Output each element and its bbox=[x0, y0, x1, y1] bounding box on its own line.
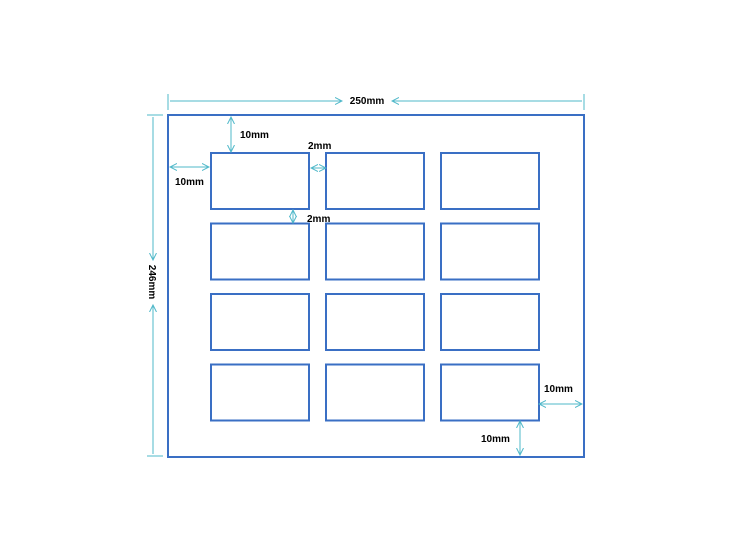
sheet-width-label: 250mm bbox=[350, 96, 385, 107]
label-rect-r4-c3 bbox=[440, 363, 540, 422]
label-rect-r1-c2 bbox=[325, 152, 425, 210]
sheet-outline bbox=[167, 114, 585, 458]
vertical-gap-label: 2mm bbox=[307, 214, 330, 225]
label-grid bbox=[210, 152, 540, 422]
label-rect-r3-c3 bbox=[440, 293, 540, 351]
dimension-lines bbox=[147, 94, 585, 457]
label-rect-r4-c1 bbox=[210, 363, 310, 422]
label-rect-r1-c1 bbox=[210, 152, 310, 210]
bottom-margin-label: 10mm bbox=[481, 434, 510, 445]
dimension-labels: 250mm 246mm 10mm 10mm 2mm 2mm 10mm 10mm bbox=[146, 96, 573, 445]
sheet-height-label: 246mm bbox=[146, 265, 157, 300]
label-rect-r2-c2 bbox=[325, 222, 425, 281]
top-margin-label: 10mm bbox=[240, 130, 269, 141]
label-rect-r2-c3 bbox=[440, 222, 540, 281]
label-rect-r3-c1 bbox=[210, 293, 310, 351]
label-rect-r3-c2 bbox=[325, 293, 425, 351]
label-rect-r1-c3 bbox=[440, 152, 540, 210]
horizontal-gap-label: 2mm bbox=[308, 141, 331, 152]
label-rect-r4-c2 bbox=[325, 363, 425, 422]
right-margin-label: 10mm bbox=[544, 384, 573, 395]
label-rect-r2-c1 bbox=[210, 222, 310, 281]
left-margin-label: 10mm bbox=[175, 177, 204, 188]
